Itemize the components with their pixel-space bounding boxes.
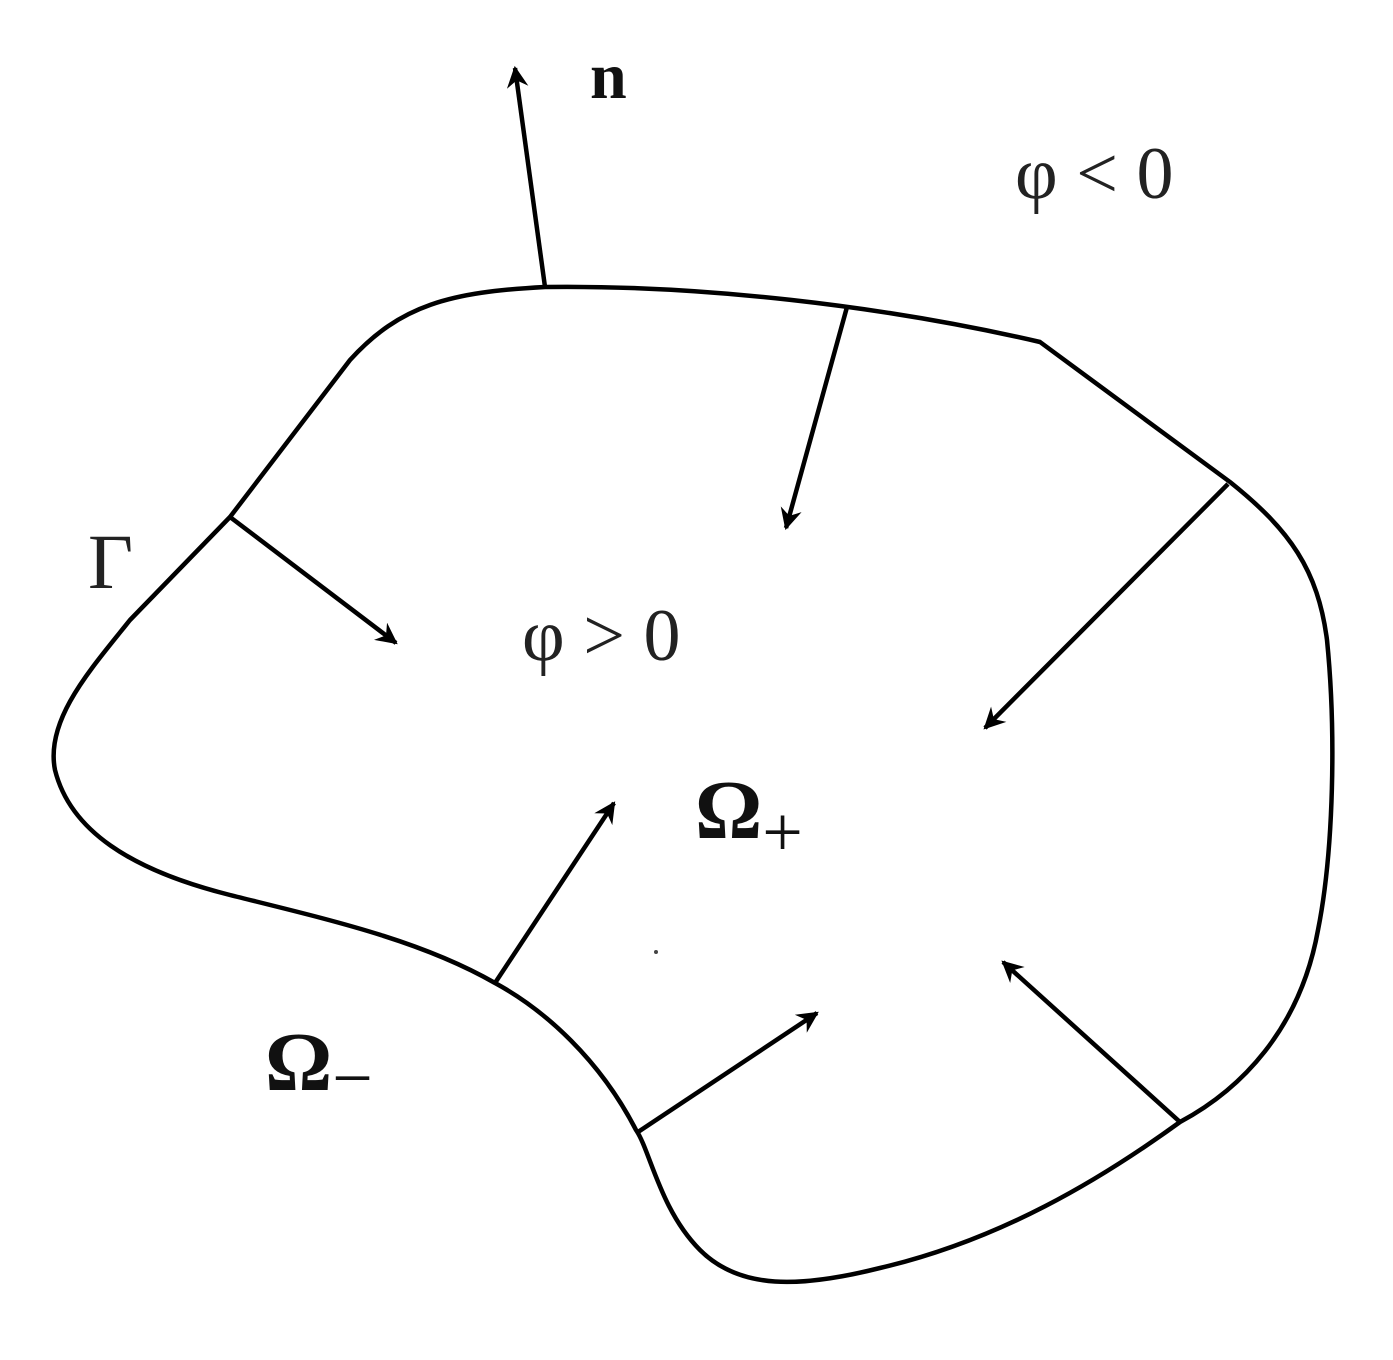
omega-plus-subscript: + [762,792,803,872]
inward-arrow-lower-right [1001,960,1182,1124]
omega-plus-label: Ω+ [695,764,803,872]
inward-arrow-upper-right [983,482,1230,730]
interface-curve-gamma [51,284,1335,1285]
gamma-label: Γ [88,518,133,605]
omega-minus-label: Ω− [265,1016,373,1118]
phi-inside-label: φ > 0 [522,595,680,677]
omega-minus-subscript: − [332,1038,373,1118]
omega-plus-symbol: Ω [695,764,762,857]
omega-minus-symbol: Ω [265,1016,332,1109]
inward-arrow-top [780,306,850,531]
normal-arrow [506,65,548,288]
inward-arrow-left [228,515,398,645]
inward-arrow-bottom [636,1011,819,1134]
phi-outside-label: φ < 0 [1015,133,1173,215]
stray-dot [654,950,658,954]
normal-label: n [590,40,627,113]
inward-arrow-lower-left [493,801,616,985]
